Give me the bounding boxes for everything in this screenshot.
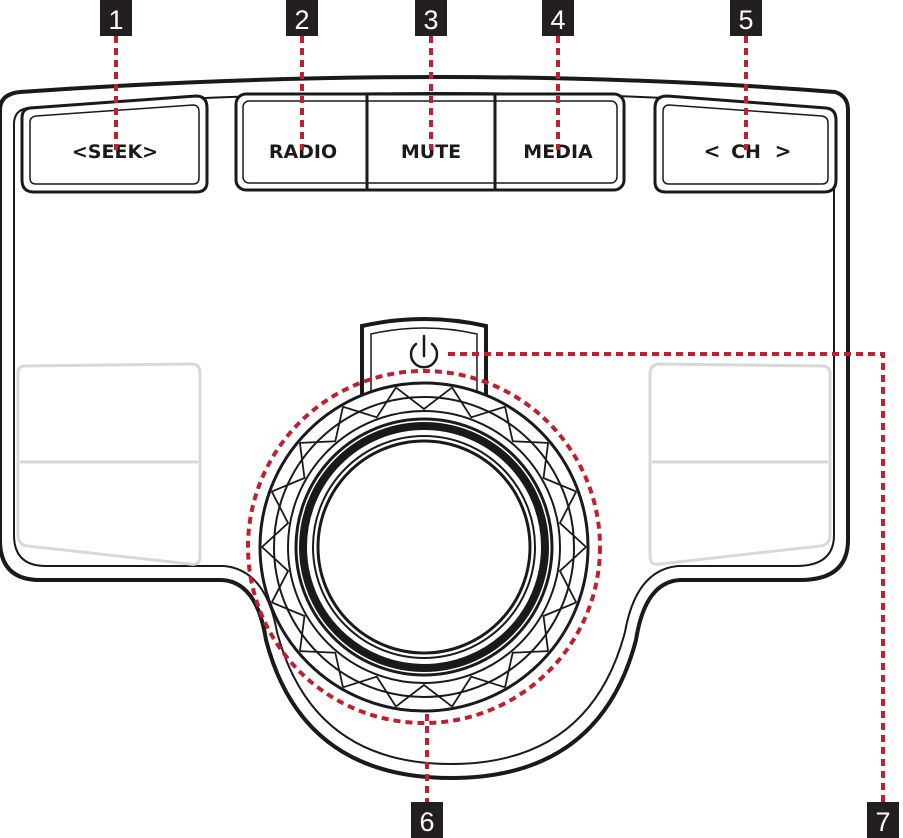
- dial-tooth: [504, 650, 549, 688]
- dial-tooth: [395, 683, 453, 708]
- leader-6-ring: [246, 369, 602, 725]
- dial-tooth: [271, 601, 306, 652]
- media-button[interactable]: MEDIA: [497, 102, 617, 182]
- dial-tooth: [299, 406, 344, 444]
- radio-button[interactable]: RADIO: [244, 102, 365, 182]
- dial-tooth: [342, 386, 397, 419]
- media-button-label: MEDIA: [523, 141, 593, 163]
- dial-tooth: [558, 546, 587, 603]
- dial-tooth: [542, 442, 577, 493]
- dial-tooth: [395, 386, 453, 411]
- callout-7: 7: [867, 802, 899, 838]
- dial-tooth: [261, 546, 290, 603]
- mute-button[interactable]: MUTE: [369, 102, 493, 182]
- ch-next-arrow: >: [775, 139, 792, 163]
- dial-tooth: [451, 675, 506, 708]
- callout-leaders: [114, 36, 885, 802]
- leader-7: [448, 352, 885, 802]
- callout-2: 2: [286, 0, 318, 36]
- dial-tooth: [558, 491, 587, 548]
- callout-1: 1: [100, 0, 132, 36]
- seek-button-label: <SEEK>: [72, 141, 158, 163]
- center-button-bar: [234, 92, 626, 192]
- panel-body: [0, 75, 850, 781]
- dial-tooth: [542, 601, 577, 652]
- callout-4: 4: [542, 0, 574, 36]
- dial-tooth: [504, 406, 549, 444]
- callout-3-number: 3: [423, 5, 438, 35]
- callout-5: 5: [730, 0, 762, 36]
- mute-button-label: MUTE: [401, 141, 461, 163]
- dial-tooth: [299, 650, 344, 688]
- dial-knurl-ring: [261, 386, 587, 708]
- callout-6: 6: [411, 802, 443, 838]
- callout-6-number: 6: [419, 807, 434, 837]
- callout-1-number: 1: [108, 5, 123, 35]
- callout-3: 3: [415, 0, 447, 36]
- dial-tooth: [271, 442, 306, 493]
- dial-tooth: [261, 491, 290, 548]
- jog-dial-knob[interactable]: [258, 381, 590, 713]
- callout-2-number: 2: [294, 5, 309, 35]
- callout-5-number: 5: [738, 5, 753, 35]
- dial-tooth: [451, 386, 506, 419]
- power-icon: [409, 334, 439, 369]
- right-side-pad: [648, 362, 832, 566]
- callout-7-number: 7: [875, 807, 890, 837]
- radio-button-label: RADIO: [269, 141, 337, 163]
- ch-button-label: CH: [731, 141, 761, 163]
- dial-tooth: [342, 675, 397, 708]
- left-side-pad: [16, 362, 202, 566]
- ch-prev-arrow: <: [704, 139, 721, 163]
- callout-4-number: 4: [550, 5, 565, 35]
